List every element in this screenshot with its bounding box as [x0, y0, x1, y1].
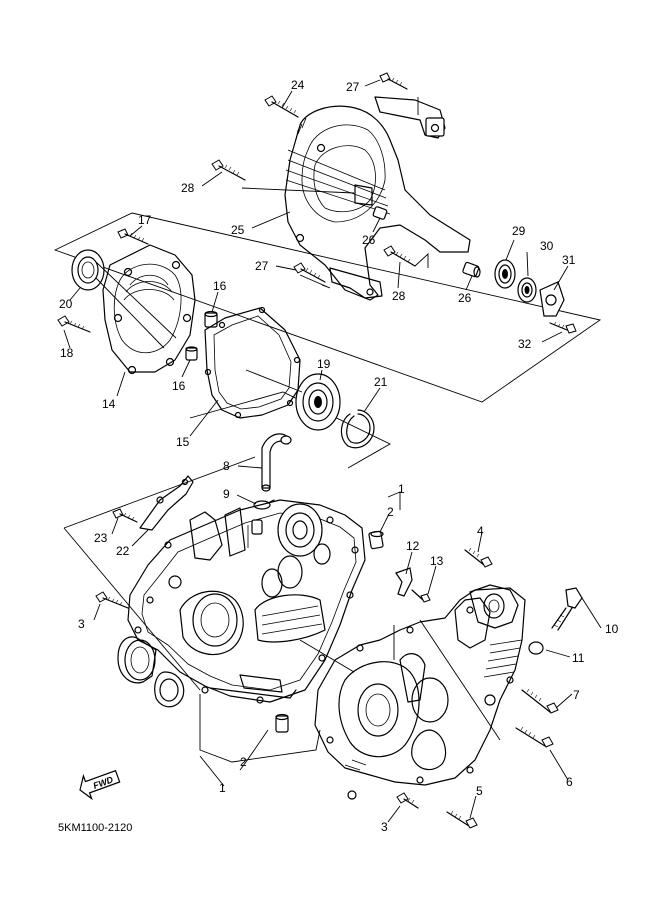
crankcase-cover-25 [284, 96, 471, 301]
callout-1: 1 [219, 781, 226, 795]
callout-29: 29 [512, 224, 526, 238]
callout-19: 19 [317, 357, 331, 371]
callout-22: 22 [116, 544, 130, 558]
bolt-13 [411, 589, 431, 603]
crankcase-right [314, 584, 526, 800]
callout-27: 27 [346, 80, 360, 94]
callout-18: 18 [60, 346, 74, 360]
gasket-15 [204, 306, 301, 419]
callout-11: 11 [572, 651, 585, 665]
plate-31 [539, 281, 565, 317]
callout-21: 21 [374, 375, 388, 389]
bracket-22 [139, 475, 194, 531]
dowel-26-top [372, 206, 388, 220]
oil-seal-30 [517, 277, 537, 303]
callout-26: 26 [362, 233, 376, 247]
bolt-24 [264, 95, 299, 118]
bolt-27-top [379, 72, 408, 90]
bolt-5 [446, 810, 478, 829]
callout-14: 14 [102, 397, 116, 411]
side-cover-14 [102, 244, 196, 375]
bolt-17 [117, 228, 149, 245]
callout-28: 28 [392, 289, 406, 303]
drain-plug-10 [551, 587, 583, 631]
bolt-4 [464, 547, 493, 568]
dowel-2-upper [368, 530, 384, 550]
bolt-18 [57, 315, 91, 333]
callout-27: 27 [255, 259, 269, 273]
dowel-16-top [204, 310, 218, 328]
callout-32: 32 [518, 337, 532, 351]
bearing-29 [494, 259, 516, 289]
callout-12: 12 [406, 539, 420, 553]
callout-26: 26 [458, 291, 472, 305]
callout-16: 16 [213, 279, 227, 293]
assembly-boundary-upper [53, 212, 602, 403]
assembly-boundary-middle [189, 391, 391, 469]
callout-23: 23 [94, 531, 108, 545]
crankcase-left [117, 499, 366, 708]
callout-9: 9 [223, 487, 230, 501]
bolt-32 [549, 321, 577, 334]
bearing-19 [295, 373, 341, 431]
callout-3: 3 [381, 820, 388, 834]
bolt-23 [112, 508, 138, 523]
callout-30: 30 [540, 239, 554, 253]
callout-2: 2 [387, 505, 394, 519]
oil-seal-20 [71, 249, 105, 291]
callout-3: 3 [78, 617, 85, 631]
bolt-3-bottom [396, 792, 419, 809]
bolt-27-bottom [293, 262, 326, 283]
assembly-boundary-lower [63, 456, 256, 691]
callout-4: 4 [477, 524, 484, 538]
callout-28: 28 [181, 181, 195, 195]
bolt-3-left [95, 591, 129, 609]
callout-24: 24 [291, 78, 305, 92]
diagram-code: 5KM1100-2120 [58, 822, 132, 834]
callout-20: 20 [59, 297, 73, 311]
callout-13: 13 [430, 554, 444, 568]
callout-5: 5 [476, 784, 483, 798]
bolt-6 [515, 726, 554, 748]
callout-15: 15 [176, 435, 190, 449]
callout-17: 17 [138, 213, 152, 227]
callout-8: 8 [223, 459, 230, 473]
dowel-16-bottom [185, 346, 198, 361]
callout-6: 6 [566, 775, 573, 789]
leader-lines [63, 79, 602, 823]
circlip-21 [340, 409, 375, 449]
callout-16: 16 [172, 379, 186, 393]
breather-hose-8 [261, 433, 292, 492]
callout-25: 25 [231, 223, 245, 237]
bolt-7 [521, 688, 559, 714]
bolt-28-right [383, 245, 416, 267]
callout-7: 7 [573, 688, 580, 702]
callout-31: 31 [562, 253, 576, 267]
callout-labels: 24 27 28 25 26 27 28 26 29 30 31 32 17 1… [59, 78, 619, 834]
dowel-2-lower [275, 713, 289, 733]
o-ring-11 [528, 641, 544, 655]
callout-2: 2 [240, 755, 247, 769]
dowel-26-bottom [462, 261, 481, 278]
fwd-arrow-icon: FWD [79, 769, 121, 801]
callout-10: 10 [605, 622, 619, 636]
plate-12 [395, 567, 413, 597]
bolt-28-left [211, 159, 246, 181]
callout-1: 1 [398, 482, 405, 496]
